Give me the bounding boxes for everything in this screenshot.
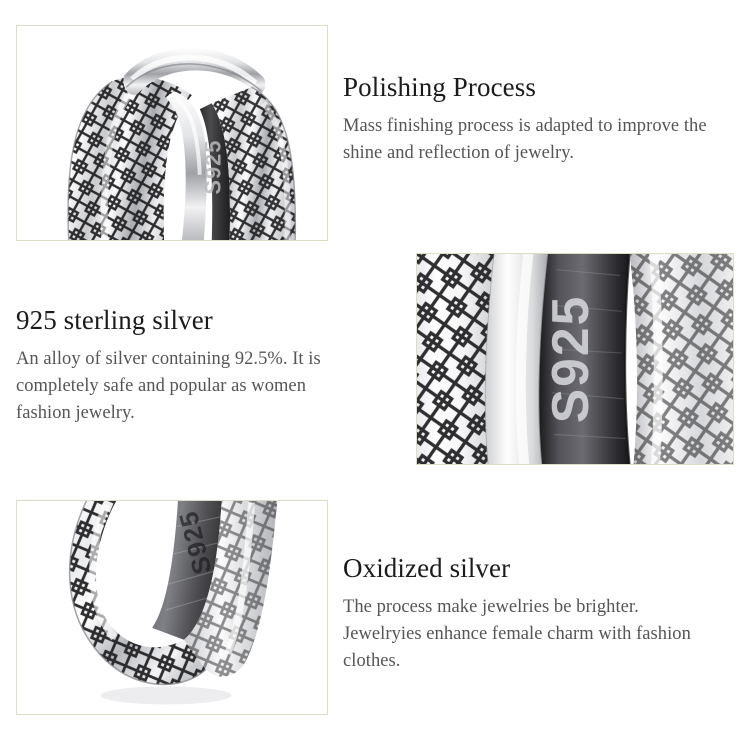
macro-oxidized-channel: S925 [539, 254, 631, 464]
oxidized-inner-channel: S925 [199, 103, 230, 240]
feature-heading: 925 sterling silver [16, 305, 213, 335]
macro-right-band [629, 254, 733, 464]
s925-hallmark-macro-photo: S925 [417, 254, 733, 464]
feature-image-oxidized-silver: S925 [16, 500, 328, 715]
feature-body: The process make jewelries be brighter. … [343, 597, 691, 672]
feature-heading: Oxidized silver [343, 553, 511, 583]
s925-hallmark-text: S925 [541, 295, 599, 424]
earring-top-arch [123, 48, 266, 96]
earring-latch-post [166, 91, 207, 240]
oxidized-inner-wall: S925 [152, 501, 222, 640]
feature-text-oxidized-silver: Oxidized silver The process make jewelri… [343, 553, 721, 675]
macro-polished-rail [485, 254, 550, 464]
hoop-earring-bottom-view-photo: S925 [17, 501, 327, 714]
s925-hallmark-text: S925 [201, 140, 226, 195]
macro-left-lattice-band [417, 254, 496, 464]
feature-body: An alloy of silver containing 92.5%. It … [16, 349, 321, 424]
feature-body: Mass finishing process is adapted to imp… [343, 116, 707, 164]
feature-image-925-sterling-silver: S925 [416, 253, 734, 465]
feature-text-polishing-process: Polishing Process Mass finishing process… [343, 72, 715, 167]
feature-text-925-sterling-silver: 925 sterling silver An alloy of silver c… [16, 305, 361, 427]
earring-left-band [67, 76, 192, 240]
hoop-earring-top-view-photo: S925 [17, 26, 327, 240]
feature-heading: Polishing Process [343, 72, 536, 102]
feature-image-polishing-process: S925 [16, 25, 328, 241]
earring-reflection [100, 686, 232, 705]
